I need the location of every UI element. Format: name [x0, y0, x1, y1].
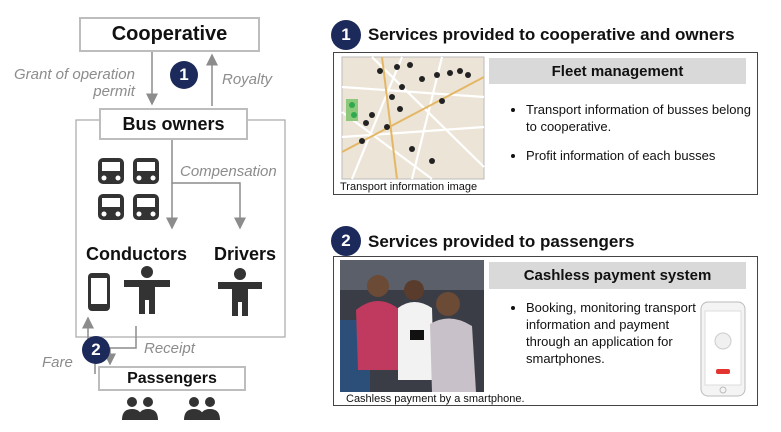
bus-owners-box: Bus owners [99, 108, 248, 140]
section2-title: Services provided to passengers [368, 232, 635, 251]
group-icon [184, 397, 220, 420]
cashless-bullet: Booking, monitoring transport informatio… [526, 299, 712, 367]
receipt-label: Receipt [144, 340, 195, 357]
section1-caption: Transport information image [340, 181, 478, 193]
transport-map-image [341, 56, 485, 180]
passengers-label: Passengers [127, 369, 217, 387]
conductors-label: Conductors [86, 244, 187, 264]
fleet-bullet: Profit information of each busses [526, 147, 762, 164]
fleet-panel: Transport information image Fleet manage… [333, 52, 758, 195]
fleet-management-header: Fleet management [489, 58, 746, 84]
fare-label: Fare [42, 354, 73, 371]
badge-1-right: 1 [331, 20, 361, 50]
badge-2-left: 2 [82, 336, 110, 364]
bus-icon [98, 194, 124, 220]
bus-icon [133, 194, 159, 220]
section1-title: Services provided to cooperative and own… [368, 25, 735, 44]
bus-icons [98, 158, 159, 220]
royalty-label: Royalty [222, 71, 273, 88]
driver-person-icon [218, 268, 262, 316]
cooperative-box: Cooperative [79, 17, 260, 52]
cashless-panel: Cashless payment by a smartphone. Cashle… [333, 256, 758, 406]
grant-label: Grant of operation permit [14, 66, 135, 100]
group-icon [122, 397, 158, 420]
drivers-label: Drivers [214, 244, 277, 264]
cashless-bullets: Booking, monitoring transport informatio… [506, 299, 712, 379]
conductor-person-icon [124, 266, 170, 314]
smartphone-icon [88, 273, 110, 311]
cooperative-label: Cooperative [111, 23, 228, 45]
compensation-line [171, 137, 246, 230]
compensation-label: Compensation [180, 163, 277, 180]
cashless-payment-photo [340, 260, 484, 392]
smartphone-app-image [700, 301, 746, 397]
bus-icon [98, 158, 124, 184]
bus-icon [133, 158, 159, 184]
section2-caption: Cashless payment by a smartphone. [346, 393, 525, 405]
badge-2-right: 2 [331, 226, 361, 256]
cashless-header: Cashless payment system [489, 262, 746, 289]
fleet-bullet: Transport information of busses belong t… [526, 101, 762, 135]
passengers-group-icon [122, 397, 220, 420]
badge-1-left: 1 [170, 61, 198, 89]
bus-owners-label: Bus owners [122, 113, 225, 134]
receipt-line [104, 326, 137, 366]
passengers-box: Passengers [98, 366, 246, 391]
fleet-bullets: Transport information of busses belong t… [506, 101, 762, 176]
